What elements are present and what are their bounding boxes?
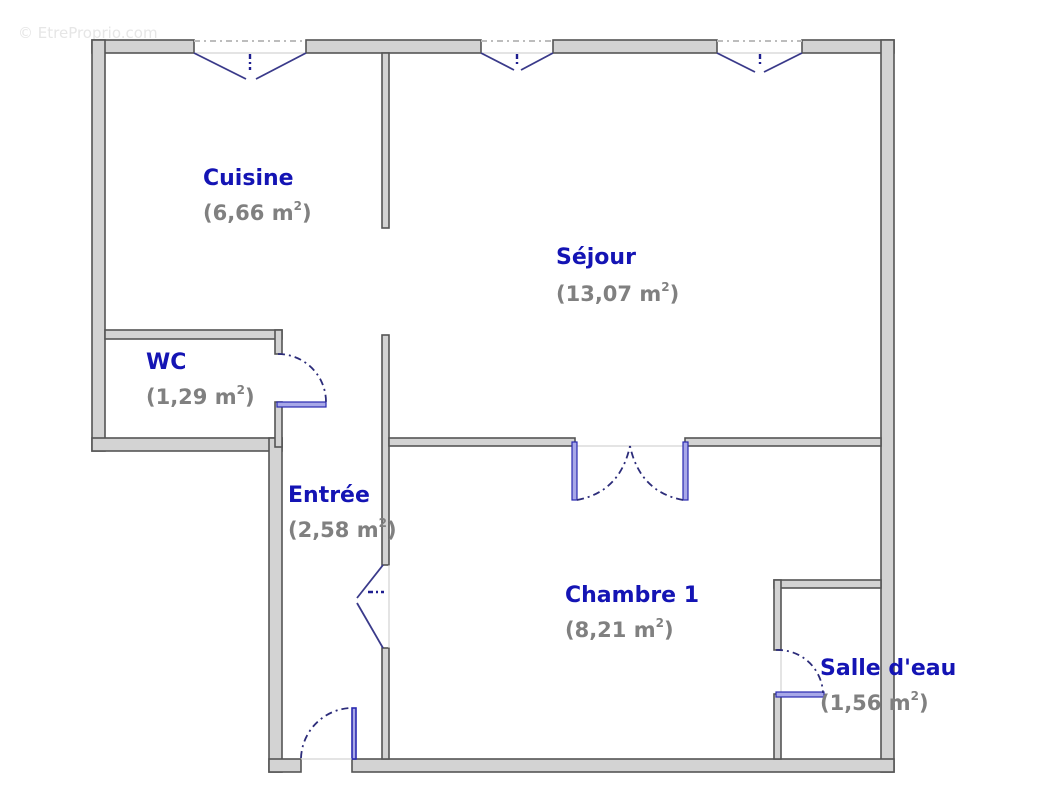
sejour-window-left [480, 40, 554, 71]
exterior-walls [91, 39, 895, 773]
room-area: (1,29 m2) [146, 383, 255, 409]
wc-door [276, 353, 327, 408]
chambre-double-door [571, 441, 689, 501]
room-name: Séjour [556, 245, 636, 270]
room-area: (1,56 m2) [820, 689, 929, 715]
room-area: (8,21 m2) [565, 616, 674, 642]
cuisine-window [193, 40, 307, 80]
salle-deau-door [775, 649, 825, 698]
room-area: (2,58 m2) [288, 516, 397, 542]
watermark: © EtreProprio.com [18, 24, 158, 42]
room-name: Salle d'eau [820, 656, 957, 681]
room-name: Chambre 1 [565, 583, 700, 608]
room-area: (13,07 m2) [556, 280, 680, 306]
room-area: (6,66 m2) [203, 199, 312, 225]
entree-chambre-door [356, 564, 390, 649]
sejour-window-right [716, 40, 803, 73]
room-name: WC [146, 350, 187, 375]
interior-walls [104, 52, 882, 760]
room-name: Entrée [288, 483, 370, 508]
room-name: Cuisine [203, 166, 294, 191]
entrance-door [300, 707, 352, 760]
